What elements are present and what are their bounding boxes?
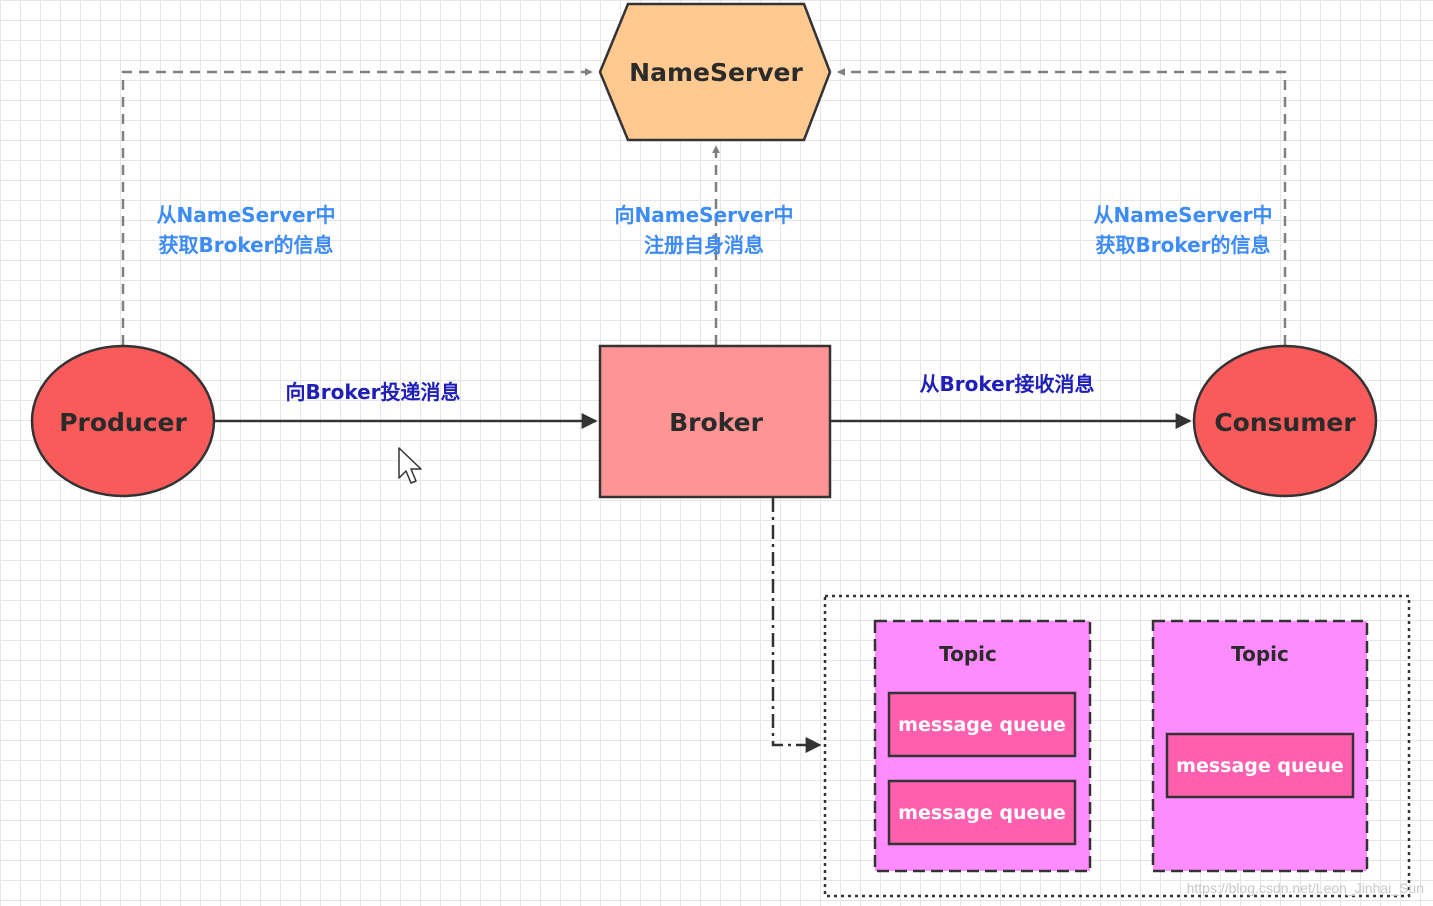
topic-label: Topic — [1231, 642, 1289, 666]
topic-label: Topic — [939, 642, 997, 666]
consumer-label: Consumer — [1214, 408, 1356, 437]
broker-nameserver-label-line2: 注册自身消息 — [644, 233, 764, 257]
consumer-nameserver-label-line2: 获取Broker的信息 — [1095, 233, 1270, 257]
watermark-text: https://blog.csdn.net/Leon_Jinhai_Sun — [1187, 880, 1424, 896]
topic-box[interactable]: Topic message queue message queue — [873, 619, 1092, 873]
producer-label: Producer — [59, 408, 187, 437]
broker-nameserver-label-line1: 向NameServer中 — [615, 203, 794, 227]
message-queue-label: message queue — [898, 802, 1066, 824]
producer-nameserver-label-line2: 获取Broker的信息 — [158, 233, 333, 257]
topic-box[interactable]: Topic message queue — [1151, 619, 1369, 873]
broker-consumer-label: 从Broker接收消息 — [919, 372, 1094, 396]
message-queue-label: message queue — [1176, 755, 1344, 777]
topics-container — [823, 594, 1411, 898]
message-queue[interactable]: message queue — [887, 691, 1077, 758]
mouse-cursor-icon — [398, 447, 422, 484]
producer-broker-label: 向Broker投递消息 — [285, 380, 460, 404]
producer-nameserver-connector — [121, 68, 593, 345]
message-queue-label: message queue — [898, 714, 1066, 736]
broker-topics-connector — [771, 498, 822, 753]
broker-node[interactable]: Broker — [598, 344, 832, 499]
producer-node[interactable]: Producer — [30, 344, 216, 498]
producer-nameserver-label-line1: 从NameServer中 — [157, 203, 336, 227]
consumer-nameserver-label-line1: 从NameServer中 — [1094, 203, 1273, 227]
message-queue[interactable]: message queue — [887, 779, 1077, 846]
broker-label: Broker — [669, 408, 763, 437]
consumer-node[interactable]: Consumer — [1192, 344, 1378, 498]
nameserver-label: NameServer — [629, 58, 803, 87]
consumer-nameserver-connector — [837, 68, 1287, 345]
message-queue[interactable]: message queue — [1165, 732, 1355, 799]
nameserver-node[interactable]: NameServer — [598, 2, 832, 142]
